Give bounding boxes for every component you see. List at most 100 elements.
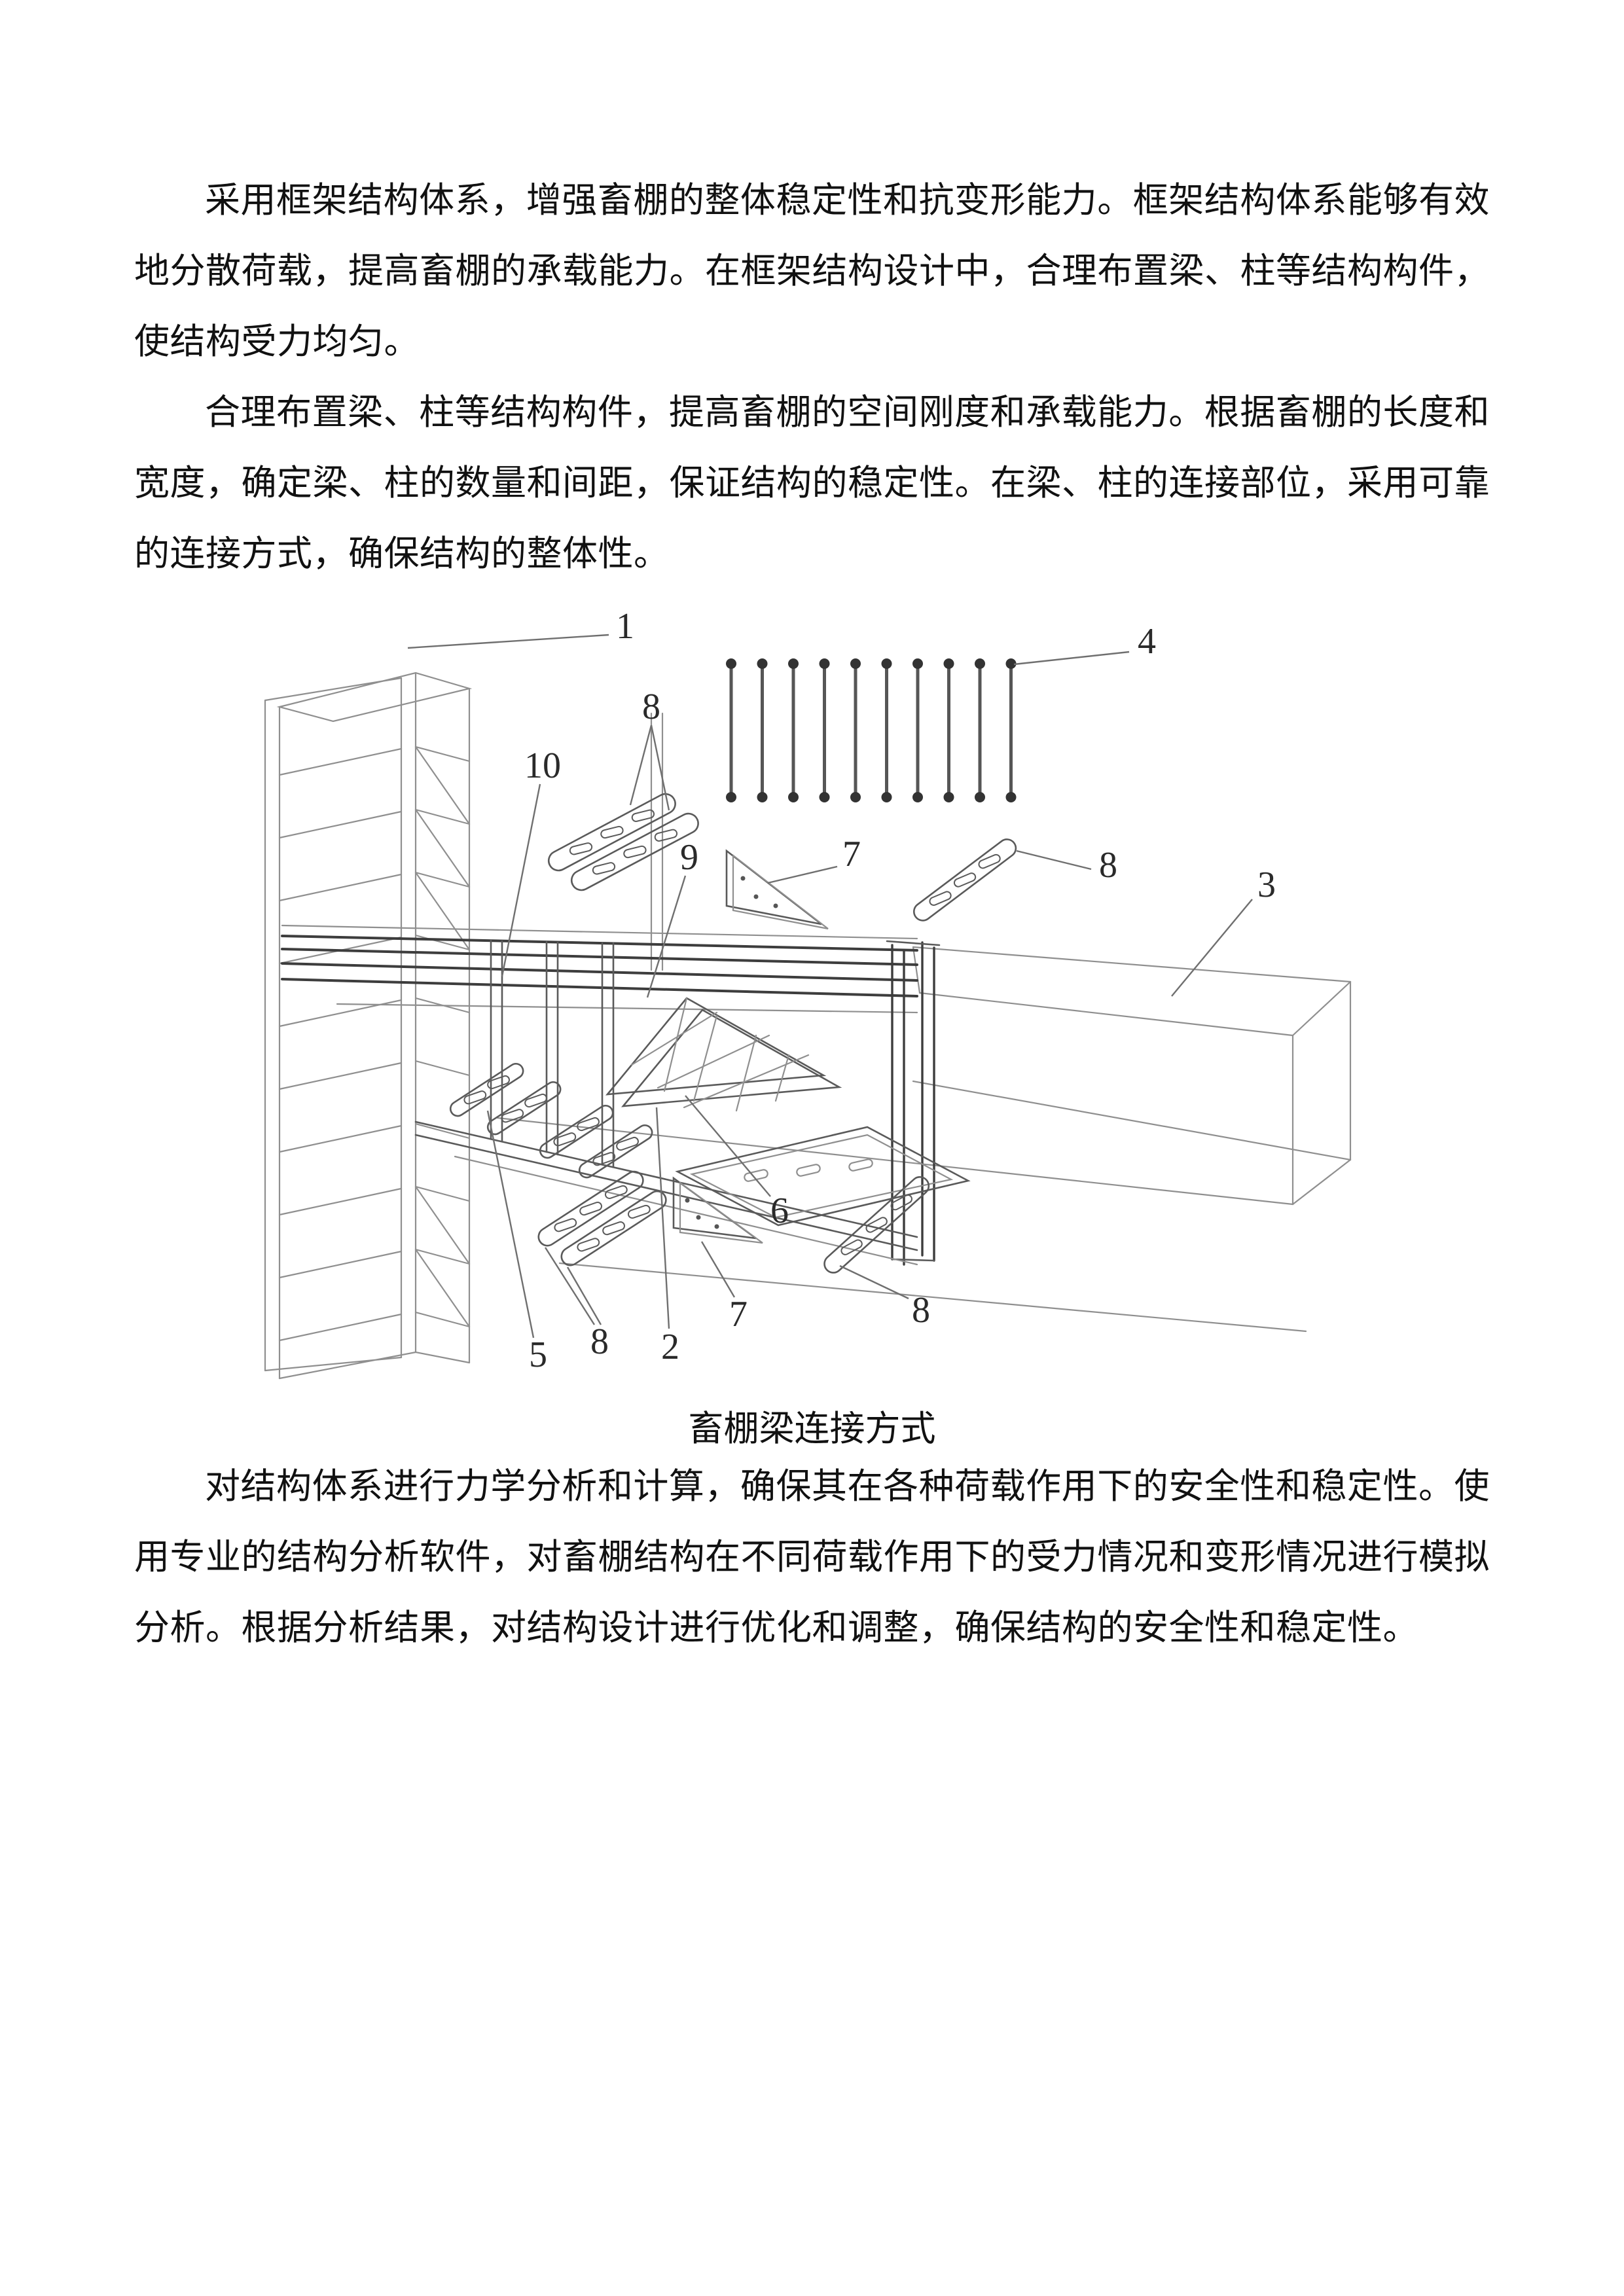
plate-slot <box>463 1090 487 1105</box>
bolt-set <box>726 658 1017 802</box>
main-beam <box>496 946 1352 1333</box>
plate-slot <box>602 1221 625 1236</box>
part-label: 8 <box>642 687 660 727</box>
plate-slot <box>929 891 952 906</box>
triangle-stiffener-bottom <box>672 1176 763 1244</box>
plate-slot <box>554 1218 577 1232</box>
bolt-head <box>757 792 768 802</box>
paragraph-2: 合理布置梁、柱等结构构件，提高畜棚的空间刚度和承载能力。根据畜棚的长度和宽度，确… <box>134 393 1490 573</box>
plate-slot <box>487 1075 510 1090</box>
bolt-head <box>975 658 985 669</box>
connector-plate <box>570 812 699 891</box>
plate-slot <box>577 1117 600 1132</box>
base-plate <box>675 1126 971 1227</box>
leader-line <box>501 783 541 977</box>
plate-outline <box>570 812 699 891</box>
plate-slot <box>604 1185 628 1200</box>
connector-plate <box>547 793 676 872</box>
bolt-head <box>819 792 830 802</box>
part-label: 9 <box>680 837 698 878</box>
part-label: 1 <box>616 606 634 647</box>
bolt-head <box>757 658 768 669</box>
leader-line <box>629 725 653 806</box>
bolt-head <box>850 658 861 669</box>
leader-line <box>646 875 687 998</box>
leader-line <box>1171 899 1253 997</box>
end-post <box>886 940 941 1266</box>
leader-line <box>767 865 838 884</box>
leader-line <box>1016 850 1092 870</box>
leader-line <box>650 725 670 811</box>
lattice-gusset <box>605 997 842 1112</box>
connector-plate <box>537 1170 644 1247</box>
plate-slot <box>592 862 616 875</box>
leader-line <box>1013 651 1130 666</box>
bolt-head <box>881 792 892 802</box>
plate-outline <box>486 1081 562 1136</box>
column-rungs <box>278 745 471 1342</box>
plate-slot <box>501 1109 524 1123</box>
page-content: 采用框架结构体系，增强畜棚的整体稳定性和抗变形能力。框架结构体系能够有效地分散荷… <box>134 181 1490 1647</box>
connector-plate <box>912 838 1017 922</box>
lattice-column <box>264 672 473 1380</box>
plate-slot <box>953 872 977 888</box>
connector-plates <box>449 793 1017 1274</box>
plate-outline <box>537 1170 644 1247</box>
bolt-head <box>726 792 736 802</box>
plate-slot <box>579 1202 602 1216</box>
top-chords <box>281 924 918 1014</box>
plate-slot <box>890 1194 912 1211</box>
plate-slot <box>524 1093 547 1108</box>
joint-verticals <box>490 939 615 1168</box>
bolt-head <box>850 792 861 802</box>
connector-plate <box>539 1104 614 1159</box>
figure-caption: 畜棚梁连接方式 <box>688 1409 936 1448</box>
bolt-head <box>881 658 892 669</box>
connector-plate <box>578 1124 653 1179</box>
part-label: 8 <box>1099 845 1117 886</box>
paragraph-3: 对结构体系进行力学分析和计算，确保其在各种荷载作用下的安全性和稳定性。使用专业的… <box>134 1467 1490 1647</box>
leader-line <box>407 634 609 649</box>
plate-slot <box>600 825 624 839</box>
leader-line <box>655 1107 670 1329</box>
plate-slot <box>627 1204 651 1219</box>
bolt-head <box>1005 658 1017 669</box>
bolt-head <box>912 658 923 669</box>
plate-slot <box>631 809 655 822</box>
part-label: 10 <box>524 745 561 786</box>
plate-slot <box>553 1132 577 1147</box>
bolt-head <box>912 792 923 802</box>
bolt-head <box>943 792 954 802</box>
plate-slot <box>840 1239 863 1255</box>
plate-outline <box>547 793 676 872</box>
plate-slot <box>654 829 678 842</box>
leader-line <box>685 1095 771 1197</box>
leader-line <box>544 1247 596 1325</box>
leader-line <box>839 1265 909 1300</box>
bolt-head <box>819 658 830 669</box>
part-label: 7 <box>729 1294 748 1335</box>
part-label: 3 <box>1257 865 1276 905</box>
plate-slot <box>592 1152 616 1166</box>
plate-slot <box>616 1136 639 1151</box>
part-label: 4 <box>1138 621 1156 662</box>
plate-outline <box>449 1062 524 1117</box>
connector-plate <box>486 1081 562 1136</box>
plate-outline <box>560 1190 667 1266</box>
plate-outline <box>912 838 1017 922</box>
plate-slot <box>623 845 647 859</box>
bolt-head <box>943 658 954 669</box>
connector-plate <box>449 1062 524 1117</box>
leader-line <box>486 1110 535 1338</box>
plate-slot <box>577 1238 600 1252</box>
joint-assembly <box>281 712 971 1266</box>
plate-slot <box>865 1217 888 1233</box>
plate-outline <box>539 1104 614 1159</box>
leader-line <box>566 1266 602 1325</box>
bolt-head <box>726 658 736 669</box>
part-label: 8 <box>912 1290 930 1331</box>
part-label: 8 <box>590 1321 609 1362</box>
leader-line <box>700 1241 736 1298</box>
connector-plate <box>823 1176 930 1274</box>
